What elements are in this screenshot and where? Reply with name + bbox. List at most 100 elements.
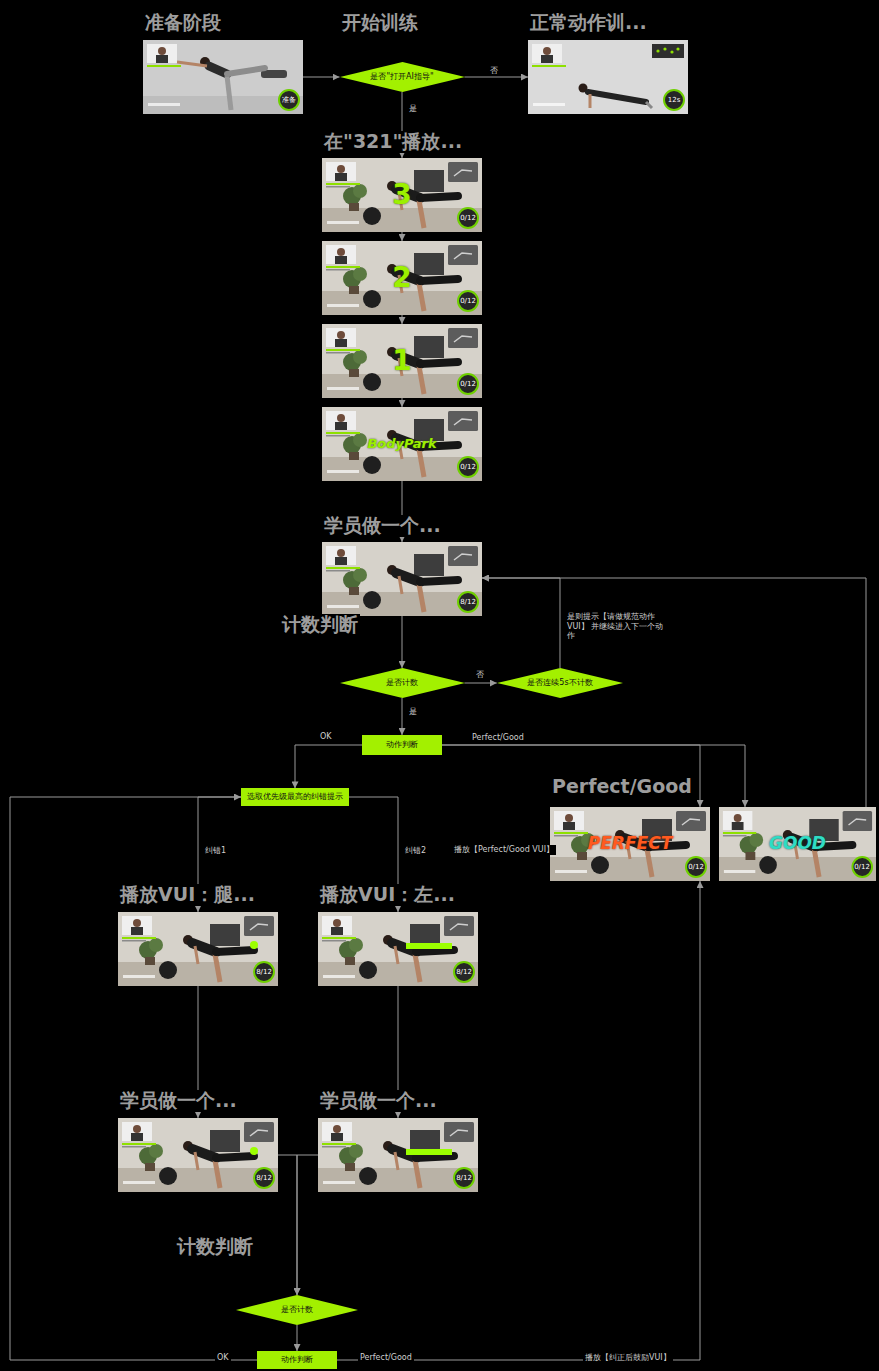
decision-diamond: 是否连续5s不计数 [497, 668, 623, 698]
screenshot [118, 912, 278, 986]
step-heading: 在"321"播放... [322, 131, 464, 153]
edge-label: 否 [474, 670, 486, 680]
edge-label: Perfect/Good [470, 733, 526, 743]
edge-label: OK [318, 732, 334, 742]
process-box: 选取优先级最高的纠错提示 [241, 788, 349, 805]
countdown-number: 3 [392, 179, 411, 211]
vui-dot [250, 1147, 258, 1155]
flow-connector [442, 745, 745, 807]
node-label: 是否"打开AI指导" [370, 72, 433, 81]
step-heading: 学员做一个... [322, 515, 443, 537]
node-label: 是否计数 [281, 1305, 313, 1314]
progress-ring-text: 准备 [282, 96, 296, 104]
process-box: 动作判断 [257, 1351, 337, 1369]
edge-label: 纠错1 [203, 846, 228, 856]
flow-connector [465, 683, 497, 684]
progress-ring-text: 12s [668, 96, 681, 104]
screenshot [322, 158, 482, 232]
screenshot-card: 在"321"播放...30/12 [322, 158, 482, 232]
node-label: 是否计数 [386, 678, 418, 687]
screenshot [322, 542, 482, 616]
flow-connector [278, 1155, 297, 1295]
screenshot-card: 准备阶段准备 [143, 40, 303, 114]
note-label: 播放【Perfect/Good VUI】 [452, 845, 556, 855]
decision-diamond: 计数判断是否计数 [340, 668, 465, 698]
note-label: 播放【纠正后鼓励VUI】 [583, 1353, 673, 1363]
progress-ring-text: 0/12 [460, 297, 476, 305]
flow-connector [297, 1325, 298, 1351]
progress-ring-text: 8/12 [460, 598, 476, 606]
flow-connector [402, 315, 403, 324]
screenshot-card: 学员做一个...8/12 [318, 1118, 478, 1192]
screenshot [318, 912, 478, 986]
flow-connector [402, 398, 403, 407]
brand-splash: BodyPark [367, 437, 436, 452]
rating-splash: PERFECT [588, 834, 672, 854]
step-heading: 开始训练 [340, 12, 420, 34]
screenshot [550, 807, 710, 881]
progress-ring-text: 8/12 [256, 1174, 272, 1182]
flow-connector [465, 77, 529, 78]
progress-ring-text: 0/12 [460, 380, 476, 388]
screenshot-card: 播放VUI：腿...8/12 [118, 912, 278, 986]
flow-connector [442, 745, 700, 807]
screenshot [318, 1118, 478, 1192]
screenshot-card: BodyPark 0/12 [322, 407, 482, 481]
screenshot [322, 241, 482, 315]
step-heading: 学员做一个... [118, 1090, 239, 1112]
flow-connector [303, 77, 340, 78]
countdown-number: 1 [392, 345, 411, 377]
flow-connector [297, 1155, 318, 1295]
step-heading: 正常动作训... [528, 12, 649, 34]
step-heading: 播放VUI：腿... [118, 884, 257, 906]
screenshot [528, 40, 688, 114]
flow-connector [295, 745, 362, 788]
screenshot-card: 播放VUI：左...8/12 [318, 912, 478, 986]
progress-ring-text: 0/12 [688, 863, 704, 871]
step-heading: 准备阶段 [143, 12, 223, 34]
rating-splash: GOOD [769, 834, 826, 854]
flow-connector [402, 616, 403, 668]
node-label: 动作判断 [386, 740, 418, 749]
edge-label: 是 [407, 707, 419, 717]
step-heading: 学员做一个... [318, 1090, 439, 1112]
edge-label: OK [215, 1353, 231, 1363]
progress-ring-text: 8/12 [456, 1174, 472, 1182]
edge-label: 是 [407, 104, 419, 114]
countdown-number: 2 [392, 262, 411, 294]
decision-diamond: 计数判断是否计数 [236, 1295, 358, 1325]
vui-bar [406, 943, 452, 949]
flow-connector [10, 797, 257, 1360]
screenshot [322, 407, 482, 481]
flow-connector [402, 698, 403, 735]
flow-connector [482, 578, 866, 807]
screenshot-card: 学员做一个...8/12 [322, 542, 482, 616]
vui-bar [406, 1149, 452, 1155]
edge-label: Perfect/Good [358, 1353, 414, 1363]
screenshot-card: 正常动作训...12s [528, 40, 688, 114]
vui-dot [250, 941, 258, 949]
node-label: 是否连续5s不计数 [527, 678, 592, 687]
edge-label: 纠错2 [403, 846, 428, 856]
screenshot-card: 1 0/12 [322, 324, 482, 398]
node-label: 动作判断 [281, 1355, 313, 1364]
flow-connector [482, 578, 560, 668]
step-heading: 计数判断 [175, 1236, 255, 1258]
edge-label: 否 [488, 66, 500, 76]
screenshot-card: 2 0/12 [322, 241, 482, 315]
screenshot [322, 324, 482, 398]
step-heading: 计数判断 [280, 614, 360, 636]
decision-diamond: 开始训练是否"打开AI指导" [340, 62, 465, 92]
screenshot [143, 40, 303, 114]
screenshot-card: 学员做一个...8/12 [118, 1118, 278, 1192]
screenshot [719, 807, 876, 881]
flow-connector [402, 232, 403, 241]
progress-ring-text: 8/12 [456, 968, 472, 976]
screenshot-card: GOOD0/12 [719, 807, 876, 881]
screenshot [118, 1118, 278, 1192]
screenshot-card: Perfect/GoodPERFECT0/12 [550, 807, 710, 881]
progress-ring-text: 0/12 [460, 214, 476, 222]
progress-ring-text: 0/12 [460, 463, 476, 471]
flow-connector [337, 881, 700, 1360]
step-heading: Perfect/Good [550, 776, 694, 798]
